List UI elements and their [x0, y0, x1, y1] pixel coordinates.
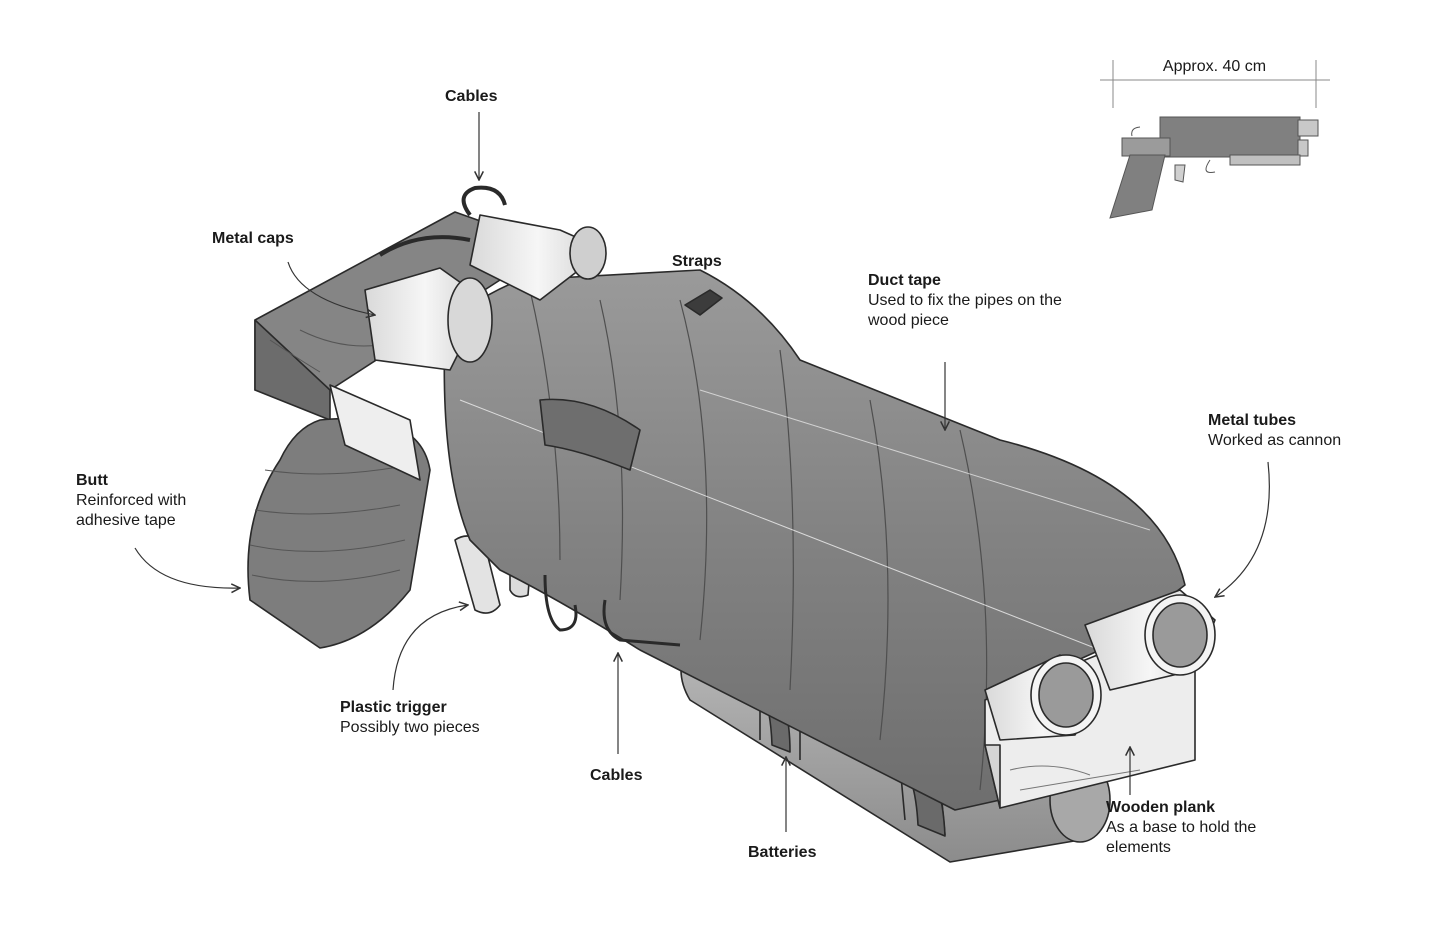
label-butt-title: Butt	[76, 472, 108, 489]
label-metal-caps: Metal caps	[212, 229, 294, 249]
label-batteries-title: Batteries	[748, 844, 817, 861]
label-duct-tape-title: Duct tape	[868, 272, 941, 289]
label-duct-tape-desc-1: Used to fix the pipes on the	[868, 292, 1062, 309]
label-straps-title: Straps	[672, 253, 722, 270]
cables-top-drawing	[378, 185, 507, 257]
label-plastic-trigger-title: Plastic trigger	[340, 699, 447, 716]
metal-caps-drawing	[364, 214, 607, 371]
label-duct-tape: Duct tape Used to fix the pipes on the w…	[868, 271, 1062, 331]
butt-drawing	[247, 384, 431, 649]
scale-inset	[1100, 60, 1330, 219]
leader-metal-caps	[287, 261, 375, 315]
label-butt: Butt Reinforced with adhesive tape	[76, 471, 186, 531]
label-cables-top-title: Cables	[445, 88, 498, 105]
label-wooden-plank-desc-2: elements	[1106, 839, 1171, 856]
label-cables-top: Cables	[445, 87, 497, 107]
label-cables-bottom-title: Cables	[590, 767, 643, 784]
leader-lines	[134, 112, 1270, 832]
leader-plastic-trigger	[392, 605, 468, 691]
label-straps: Straps	[672, 252, 722, 272]
metal-tubes-drawing	[984, 589, 1216, 741]
label-butt-desc-1: Reinforced with	[76, 492, 187, 509]
label-plastic-trigger: Plastic trigger Possibly two pieces	[340, 698, 480, 738]
label-wooden-plank-desc-1: As a base to hold the	[1106, 819, 1257, 836]
weapon-body	[247, 185, 1216, 863]
label-batteries: Batteries	[748, 843, 816, 863]
scale-label: Approx. 40 cm	[1162, 58, 1267, 75]
label-butt-desc-2: adhesive tape	[76, 512, 176, 529]
cables-bottom-drawing	[543, 574, 681, 647]
label-duct-tape-desc-2: wood piece	[868, 312, 949, 329]
leader-butt	[134, 547, 240, 588]
leader-metal-tubes	[1215, 461, 1270, 597]
label-cables-bottom: Cables	[590, 766, 642, 786]
label-wooden-plank-title: Wooden plank	[1106, 799, 1216, 816]
strap-drawing	[684, 289, 723, 316]
label-wooden-plank: Wooden plank As a base to hold the eleme…	[1106, 798, 1256, 858]
label-metal-caps-title: Metal caps	[212, 230, 294, 247]
label-plastic-trigger-desc-1: Possibly two pieces	[340, 719, 480, 736]
label-metal-tubes: Metal tubes Worked as cannon	[1208, 411, 1341, 451]
label-metal-tubes-title: Metal tubes	[1208, 412, 1297, 429]
label-metal-tubes-desc-1: Worked as cannon	[1208, 432, 1342, 449]
scale-gun-silhouette	[1109, 116, 1319, 219]
